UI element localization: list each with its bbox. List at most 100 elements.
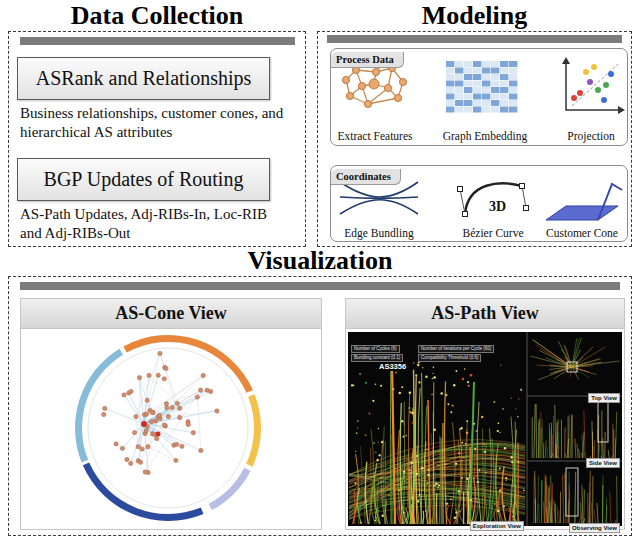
path-dot (517, 416, 518, 417)
as-node (120, 446, 124, 450)
as-node (144, 412, 148, 416)
path-trace (470, 382, 474, 524)
path-trace (598, 444, 599, 458)
molecule-atom (399, 78, 406, 85)
matrix-cell (482, 87, 490, 93)
as-node (154, 419, 158, 423)
path-dot (411, 412, 414, 415)
view-panel: AS-Cone View (20, 298, 322, 530)
path-dot (394, 467, 396, 469)
path-trace (575, 472, 576, 523)
matrix-cell (509, 68, 517, 74)
link-line (144, 411, 217, 424)
control-slider: Compatibility Threshold (0.6) (418, 354, 481, 362)
path-trace (601, 410, 602, 458)
path-dot (383, 505, 384, 506)
path-trace (597, 503, 598, 523)
path-dot (497, 510, 500, 513)
path-dot (411, 505, 412, 506)
path-dot (426, 449, 428, 451)
path-trace (594, 511, 595, 523)
molecule-atom (358, 82, 365, 89)
matrix-cell (464, 107, 472, 113)
as-node (198, 388, 202, 392)
technique-item: Customer Cone (537, 177, 627, 240)
box-label: ASRank and Relationships (36, 67, 252, 90)
matrix-cell (491, 107, 499, 113)
scatter-point (608, 71, 614, 77)
path-trace (615, 438, 616, 458)
path-dot (468, 385, 470, 387)
molecule-atom (364, 100, 371, 107)
path-trace (551, 423, 552, 458)
step-label: Graph Embedding (443, 130, 528, 143)
control-point (458, 187, 463, 192)
as-node (215, 409, 219, 413)
path-trace (572, 367, 588, 372)
link-line (116, 444, 145, 472)
path-trace (568, 500, 569, 523)
path-trace (408, 459, 411, 524)
path-dot (355, 507, 357, 509)
path-dot (475, 475, 477, 477)
path-dot (377, 510, 379, 512)
path-dot (466, 478, 468, 480)
section-title: Modeling (317, 2, 632, 30)
matrix-cell (500, 68, 508, 74)
scatter-point (577, 90, 583, 96)
matrix-cell (446, 68, 454, 74)
matrix-cell (473, 94, 481, 100)
path-dot (357, 420, 358, 421)
step-label: Projection (567, 130, 614, 143)
path-dot (455, 511, 457, 513)
control-point (524, 206, 529, 211)
path-trace (572, 415, 573, 458)
path-dot (410, 472, 411, 473)
path-trace (583, 490, 585, 523)
scatter-point (595, 87, 601, 93)
molecule-atom (394, 94, 401, 101)
path-dot (445, 394, 447, 396)
as-node (178, 406, 182, 410)
cone-segment (123, 335, 252, 393)
path-dot (375, 452, 377, 454)
path-trace (568, 414, 570, 458)
as-node (195, 395, 199, 399)
path-dot (356, 432, 358, 434)
as-node (146, 445, 150, 449)
path-dot (450, 411, 452, 413)
axis-arrow (562, 57, 570, 64)
path-dot (405, 435, 406, 436)
path-trace (572, 362, 602, 367)
as-node (186, 422, 190, 426)
matrix-cell (482, 107, 490, 113)
path-trace (553, 416, 554, 458)
focus-box (598, 400, 608, 442)
path-trace (563, 475, 564, 523)
path-trace (385, 500, 387, 524)
path-dot (511, 397, 512, 398)
path-dot (432, 373, 433, 374)
focus-box (567, 362, 577, 372)
path-trace (514, 430, 519, 524)
as-node (155, 436, 159, 440)
header-bar (20, 37, 295, 45)
path-dot (467, 381, 469, 383)
matrix-cell (509, 100, 517, 106)
matrix-cell (482, 74, 490, 80)
path-dot (365, 382, 367, 384)
path-trace (496, 444, 501, 524)
matrix-cell (473, 74, 481, 80)
path-trace (578, 449, 580, 458)
path-trace (612, 423, 613, 458)
path-dot (450, 499, 452, 501)
path-dot (351, 384, 353, 386)
matrix-cell (464, 94, 472, 100)
link-line (105, 408, 144, 424)
path-dot (378, 442, 379, 443)
matrix-cell (446, 74, 454, 80)
path-trace (587, 493, 588, 523)
as-node (165, 406, 169, 410)
path-dot (461, 477, 463, 479)
as-node (122, 393, 126, 397)
